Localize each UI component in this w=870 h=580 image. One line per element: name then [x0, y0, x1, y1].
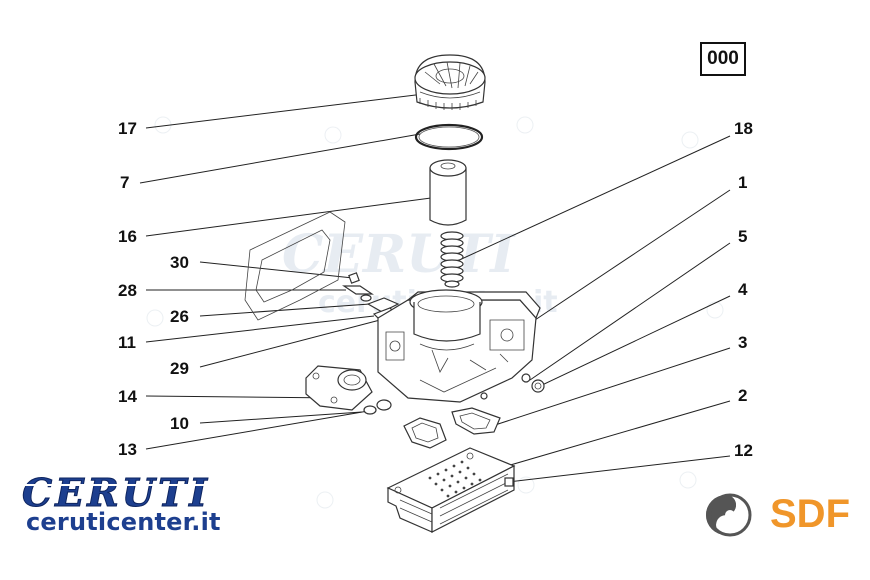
part-4-plug [531, 379, 545, 393]
callout-5: 5 [738, 227, 747, 246]
part-18-spring [440, 231, 464, 288]
part-14-elbow-fitting [305, 365, 373, 411]
part-7-o-ring [414, 123, 484, 151]
diagram-number-box: 000 [700, 42, 746, 76]
part-3-gaskets [403, 407, 501, 449]
part-16-filter-cartridge [429, 159, 467, 226]
part-1-filter-housing [377, 289, 541, 403]
callout-26: 26 [170, 307, 189, 326]
callout-18: 18 [734, 119, 753, 138]
ceruti-logo: CERUTI [22, 470, 256, 516]
callout-7: 7 [120, 173, 129, 192]
callout-10: 10 [170, 414, 189, 433]
part-2-oil-cooler [386, 447, 516, 533]
ceruti-url: ceruticenter.it [26, 508, 221, 536]
callout-28: 28 [118, 281, 137, 300]
part-28-valve [342, 285, 374, 295]
callout-1: 1 [738, 173, 747, 192]
part-5-seal [521, 373, 531, 383]
small-seals [363, 392, 488, 415]
callout-13: 13 [118, 440, 137, 459]
plugs [521, 373, 545, 393]
sdf-logo-text: SDF [770, 492, 850, 536]
callout-30: 30 [170, 253, 189, 272]
part-30-plug [348, 272, 360, 284]
leader-lines [139, 91, 731, 483]
part-17-filter-cap [414, 54, 486, 110]
callout-14: 14 [118, 387, 137, 406]
cover-gasket-outline [244, 211, 346, 321]
part-11-fitting [366, 297, 400, 313]
sdf-logo-icon [706, 493, 752, 537]
callout-11: 11 [118, 333, 136, 352]
part-10-seal [363, 405, 377, 415]
callout-29: 29 [170, 359, 189, 378]
callout-17: 17 [118, 119, 137, 138]
callout-2: 2 [738, 386, 747, 405]
callout-4: 4 [738, 280, 748, 299]
callout-16: 16 [118, 227, 137, 246]
ceruti-wordmark: CERUTI [22, 470, 210, 515]
part-12-plug [504, 477, 514, 487]
callout-12: 12 [734, 441, 753, 460]
callout-labels: 17 7 16 30 28 26 11 29 14 10 13 18 1 5 4… [118, 119, 753, 460]
part-13-washer [376, 399, 392, 411]
part-26-washer [360, 294, 372, 302]
callout-3: 3 [738, 333, 747, 352]
